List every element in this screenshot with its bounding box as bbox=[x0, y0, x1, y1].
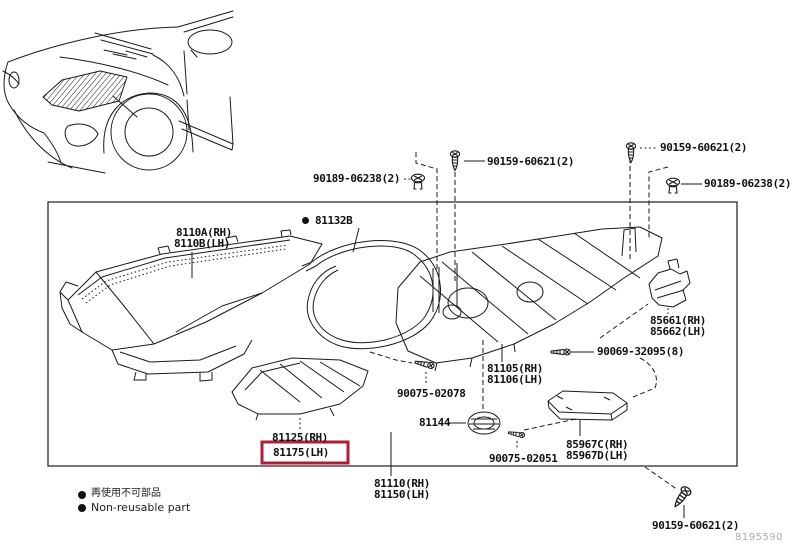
screw-icon-top-mid bbox=[449, 150, 461, 172]
legend-text-jp: 再使用不可部品 bbox=[91, 488, 161, 499]
diagram-border bbox=[47, 201, 738, 467]
part-label-screw-top-right[interactable]: 90159-60621(2) bbox=[660, 141, 748, 154]
vehicle-illustration bbox=[2, 10, 234, 174]
part-label-socket-lh[interactable]: 85662(LH) bbox=[650, 325, 707, 338]
grommet-art bbox=[467, 411, 501, 435]
computer-art bbox=[547, 390, 628, 421]
part-label-headlamp-assy-lh[interactable]: 8110B(LH) bbox=[174, 237, 231, 250]
part-label-screw-retainer[interactable]: 90069-32095(8) bbox=[597, 345, 685, 358]
non-reusable-marker bbox=[302, 217, 309, 224]
part-label-lens-unit-lh-highlighted[interactable]: 81175(LH) bbox=[273, 446, 330, 459]
highlight-box bbox=[260, 440, 350, 465]
part-label-bracket-rh[interactable]: 81105(RH) bbox=[487, 362, 544, 375]
clip-icon-top-right bbox=[665, 177, 681, 194]
part-label-screw-lower[interactable]: 90075-02051 bbox=[489, 452, 558, 465]
screw-icon-lower bbox=[507, 429, 526, 439]
part-label-clip-top-left[interactable]: 90189-06238(2) bbox=[313, 172, 401, 185]
housing-art bbox=[395, 226, 663, 372]
cord-art bbox=[301, 240, 441, 350]
screw-icon-retainer bbox=[550, 348, 571, 356]
part-label-bracket-lh[interactable]: 81106(LH) bbox=[487, 373, 544, 386]
lens-unit-art bbox=[231, 357, 369, 421]
part-label-screw-bottom-right[interactable]: 90159-60621(2) bbox=[652, 519, 740, 532]
clip-icon-top-left bbox=[410, 173, 426, 190]
vehicle-headlamp-highlight bbox=[42, 70, 138, 118]
part-label-lens-unit-rh[interactable]: 81125(RH) bbox=[272, 431, 329, 444]
part-label-housing-lh[interactable]: 81150(LH) bbox=[374, 488, 431, 501]
part-label-screw-top-mid[interactable]: 90159-60621(2) bbox=[487, 155, 575, 168]
screw-icon-bottom-right bbox=[670, 484, 694, 511]
leader-lines bbox=[191, 147, 702, 518]
part-label-socket-rh[interactable]: 85661(RH) bbox=[650, 314, 707, 327]
part-label-housing-rh[interactable]: 81110(RH) bbox=[374, 477, 431, 490]
part-label-clip-top-right[interactable]: 90189-06238(2) bbox=[704, 177, 792, 190]
part-label-grommet[interactable]: 81144 bbox=[419, 416, 451, 429]
socket-art bbox=[648, 258, 691, 308]
legend-bullet-jp bbox=[78, 491, 86, 499]
headlamp-unit-art bbox=[59, 229, 323, 382]
legend-text-en: Non-reusable part bbox=[91, 501, 191, 514]
part-label-computer-lh[interactable]: 85967D(LH) bbox=[566, 449, 629, 462]
screw-icon-top-right bbox=[625, 142, 637, 164]
figure-code: 8195590 bbox=[735, 532, 784, 543]
part-label-computer-rh[interactable]: 85967C(RH) bbox=[566, 438, 629, 451]
part-label-cord[interactable]: 81132B bbox=[315, 214, 353, 227]
legend-bullet-en bbox=[78, 504, 86, 512]
part-label-screw-front[interactable]: 90075-02078 bbox=[397, 387, 466, 400]
part-label-headlamp-assy-rh[interactable]: 8110A(RH) bbox=[176, 226, 233, 239]
